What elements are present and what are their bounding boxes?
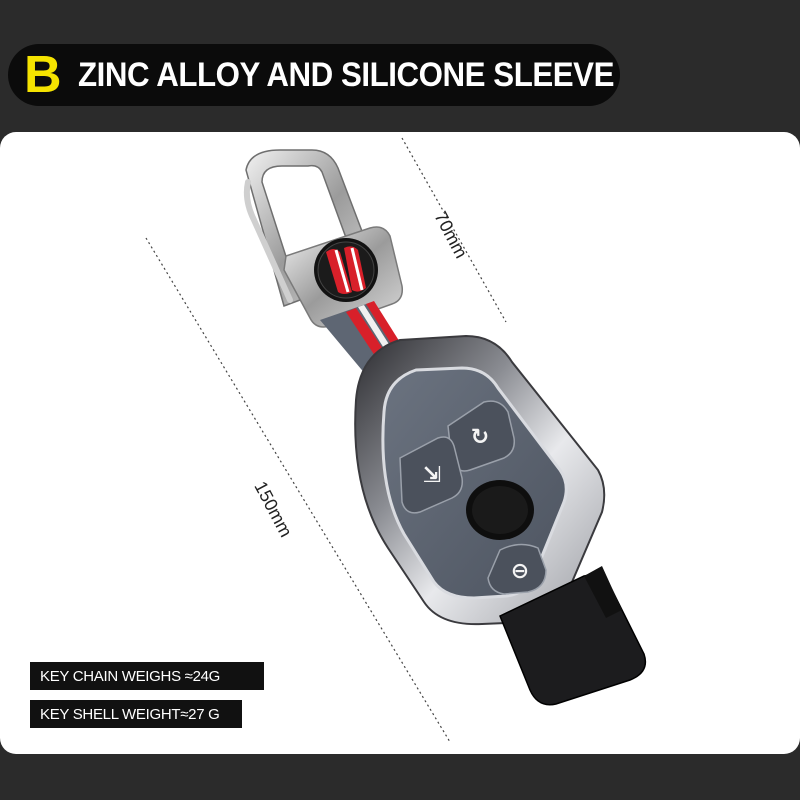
trunk-button (399, 436, 464, 514)
shell-weight-label: KEY SHELL WEIGHT≈27 G (30, 700, 242, 728)
svg-text:↻: ↻ (471, 425, 489, 450)
title-banner: B ZINC ALLOY AND SILICONE SLEEVE (8, 44, 620, 106)
dimension-line-70 (401, 137, 507, 323)
svg-text:⊖: ⊖ (511, 559, 529, 584)
dimension-line-150 (145, 237, 451, 743)
page-title: ZINC ALLOY AND SILICONE SLEEVE (77, 55, 614, 94)
unlock-button (487, 543, 547, 595)
key-shell: ↻ ⇲ ⊖ (354, 334, 606, 626)
option-badge: B (24, 46, 62, 104)
svg-text:⇲: ⇲ (423, 463, 441, 488)
carabiner-hook (243, 149, 377, 307)
blade-sleeve (499, 566, 647, 706)
chain-weight-label: KEY CHAIN WEIGHS ≈24G (30, 662, 264, 690)
